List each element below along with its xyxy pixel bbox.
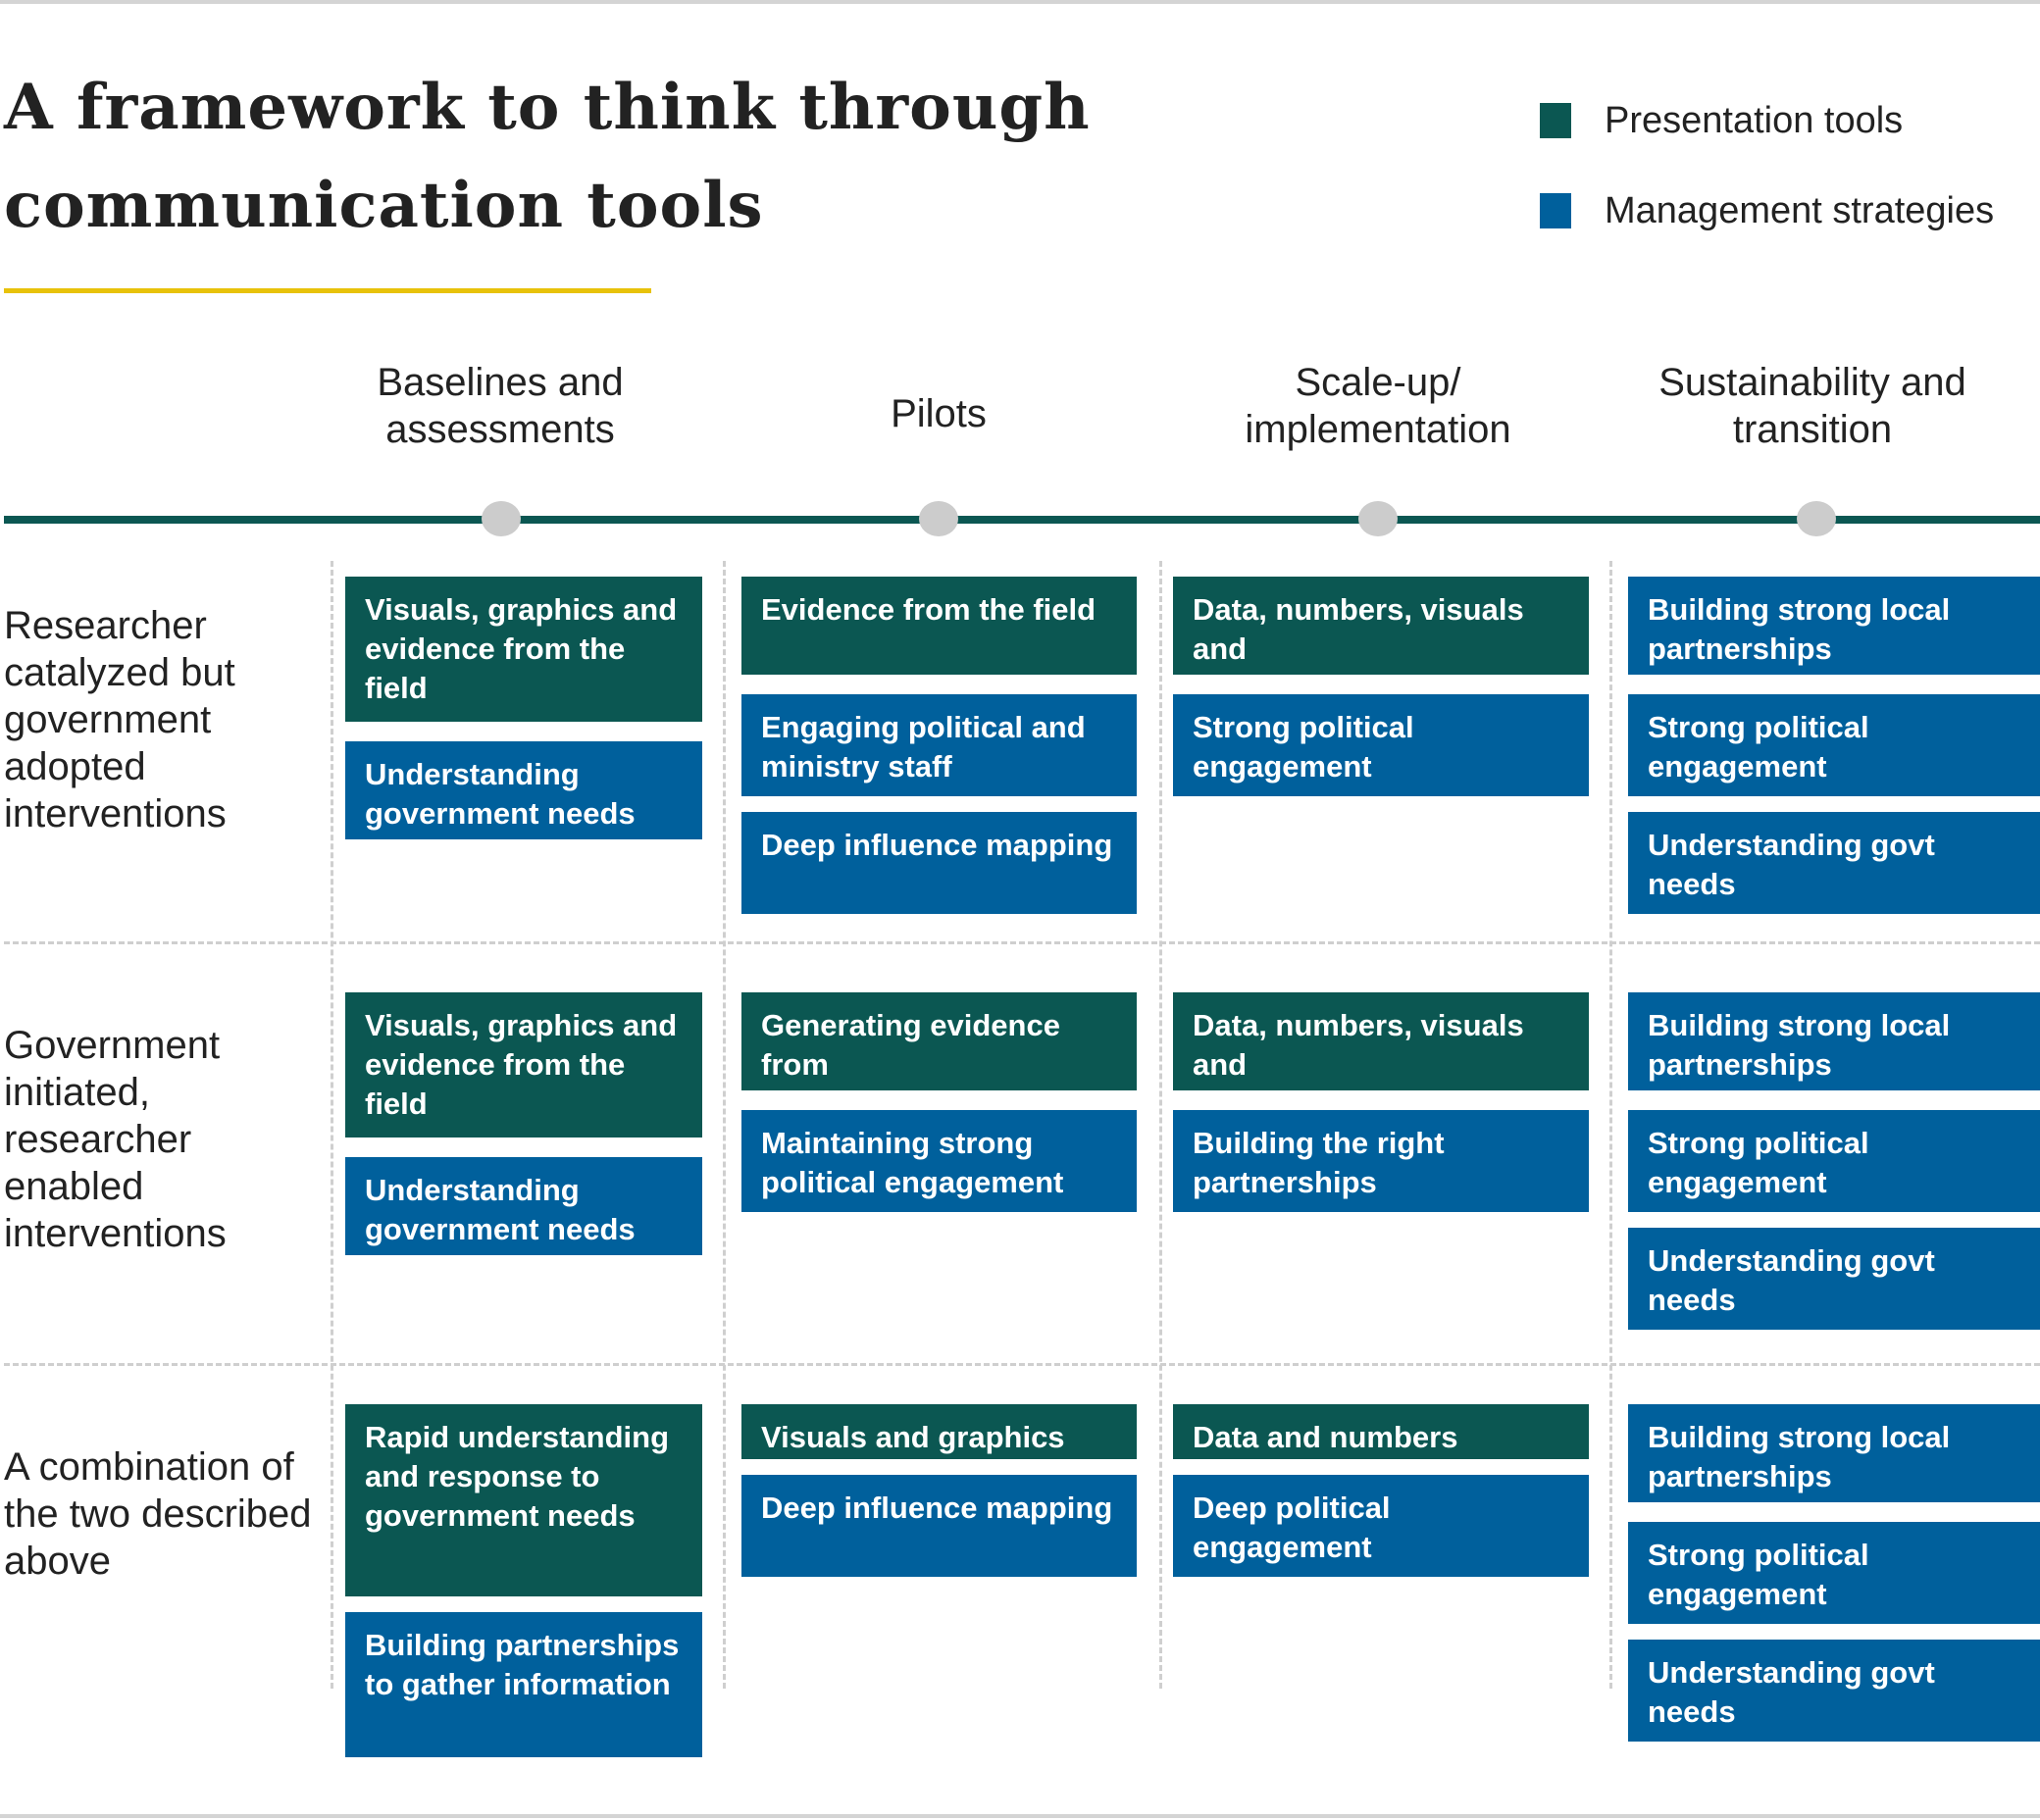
- strategy-box: Understanding govt needs: [1628, 1640, 2040, 1742]
- strategy-box: Strong political engagement: [1628, 694, 2040, 796]
- strategy-box: Building partnerships to gather informat…: [345, 1612, 702, 1757]
- strategy-box: Visuals, graphics and evidence from the …: [345, 992, 702, 1138]
- legend-label-presentation: Presentation tools: [1605, 99, 1904, 141]
- timeline-node-scaleup: [1358, 501, 1398, 536]
- strategy-box: Rapid understanding and response to gove…: [345, 1404, 702, 1596]
- phase-pilots-label: Pilots: [891, 392, 987, 435]
- strategy-box: Evidence from the field: [741, 577, 1137, 675]
- legend-label-management: Management strategies: [1605, 189, 1995, 231]
- strategy-box: Building the right partnerships: [1173, 1110, 1589, 1212]
- column-divider: [1159, 561, 1162, 1689]
- strategy-box: Visuals and graphics: [741, 1404, 1137, 1459]
- row-label-researcher-catalyzed: Researcher catalyzed but government adop…: [4, 604, 235, 835]
- legend-item-management: Management strategies: [1540, 186, 1994, 235]
- strategy-box: Strong political engagement: [1173, 694, 1589, 796]
- strategy-box: Engaging political and ministry staff: [741, 694, 1137, 796]
- row-divider: [4, 1363, 2040, 1366]
- top-rule: [0, 0, 2040, 4]
- strategy-box: Understanding government needs: [345, 1157, 702, 1255]
- column-divider: [723, 561, 726, 1689]
- legend-swatch-management: [1540, 193, 1571, 228]
- strategy-box: Understanding government needs: [345, 741, 702, 839]
- strategy-box: Building strong local partnerships: [1628, 992, 2040, 1090]
- strategy-box: Building strong local partnerships: [1628, 577, 2040, 675]
- strategy-box: Data, numbers, visuals and graphics: [1173, 577, 1589, 675]
- title-underline: [4, 288, 651, 293]
- row-divider: [4, 941, 2040, 944]
- column-divider: [331, 561, 333, 1689]
- strategy-box: Strong political engagement: [1628, 1110, 2040, 1212]
- timeline-node-sustainability: [1797, 501, 1836, 536]
- row-label-government-initiated: Government initiated, researcher enabled…: [4, 1024, 227, 1255]
- strategy-box: Visuals, graphics and evidence from the …: [345, 577, 702, 722]
- strategy-box: Data, numbers, visuals and graphics: [1173, 992, 1589, 1090]
- timeline-node-pilots: [919, 501, 958, 536]
- phase-baselines-label: Baselines and assessments: [377, 361, 624, 451]
- strategy-box: Maintaining strong political engagement: [741, 1110, 1137, 1212]
- strategy-box: Building strong local partnerships: [1628, 1404, 2040, 1502]
- timeline-line: [4, 516, 2040, 524]
- legend-swatch-presentation: [1540, 103, 1571, 138]
- strategy-box: Data and numbers: [1173, 1404, 1589, 1459]
- bottom-rule: [0, 1814, 2040, 1818]
- row-label-combination: A combination of the two described above: [4, 1445, 312, 1583]
- strategy-box: Deep influence mapping: [741, 812, 1137, 914]
- strategy-box: Generating evidence from the field: [741, 992, 1137, 1090]
- timeline-node-baselines: [482, 501, 521, 536]
- phase-sustainability-label: Sustainability and transition: [1658, 361, 1966, 451]
- strategy-box: Understanding govt needs: [1628, 812, 2040, 914]
- phase-scaleup-label: Scale-up/ implementation: [1245, 361, 1511, 451]
- column-divider: [1609, 561, 1612, 1689]
- page-title: A framework to think through communicati…: [4, 71, 1091, 242]
- strategy-box: Strong political engagement: [1628, 1522, 2040, 1624]
- strategy-box: Deep influence mapping: [741, 1475, 1137, 1577]
- legend-item-presentation: Presentation tools: [1540, 96, 1903, 145]
- strategy-box: Deep political engagement: [1173, 1475, 1589, 1577]
- strategy-box: Understanding govt needs: [1628, 1228, 2040, 1330]
